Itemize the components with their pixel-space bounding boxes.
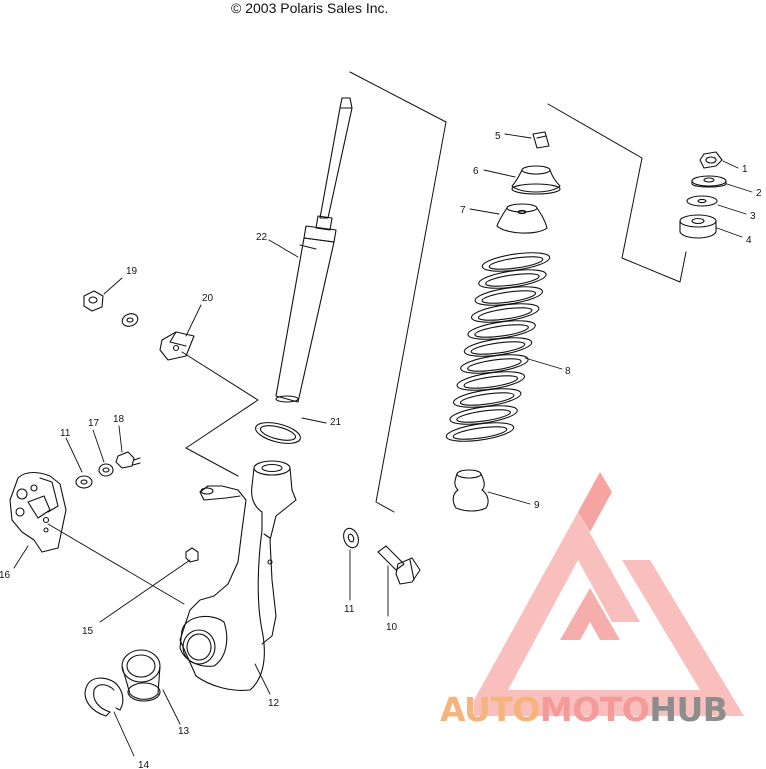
callout-7: 7 bbox=[460, 205, 466, 216]
bump-stop-part bbox=[452, 469, 489, 512]
nut-19-part bbox=[83, 290, 104, 312]
spring-coil-inner bbox=[481, 290, 537, 304]
spring-coil bbox=[445, 422, 515, 442]
washer-3-part bbox=[686, 195, 718, 207]
spring-coil-inner bbox=[488, 256, 544, 270]
assembly-bracket-lines bbox=[181, 71, 687, 513]
spring-coil-inner bbox=[477, 307, 533, 321]
spring-coil-inner bbox=[452, 426, 508, 440]
callout-21: 21 bbox=[330, 417, 342, 428]
spring-coil-inner bbox=[456, 409, 511, 423]
washer-2-part bbox=[691, 175, 727, 188]
coil-spring-part bbox=[445, 252, 551, 442]
washer-11-part bbox=[75, 475, 93, 489]
fitting-15-part bbox=[185, 547, 199, 563]
callout-9: 9 bbox=[534, 500, 540, 511]
callout-4: 4 bbox=[746, 235, 752, 246]
bearing-13-part bbox=[121, 649, 161, 702]
snap-ring-14-part bbox=[84, 677, 124, 717]
callout-3: 3 bbox=[750, 211, 756, 222]
spring-coil-inner bbox=[463, 375, 519, 389]
top-nut-1-part bbox=[699, 151, 723, 169]
callout-16: 16 bbox=[0, 570, 11, 581]
copyright-text: © 2003 Polaris Sales Inc. bbox=[231, 0, 389, 16]
nut-5-part bbox=[532, 131, 550, 149]
bolt-10-part bbox=[377, 545, 421, 585]
spring-coil-inner bbox=[459, 392, 515, 406]
leader-lines bbox=[13, 133, 753, 757]
callout-19: 19 bbox=[126, 266, 138, 277]
callout-15: 15 bbox=[82, 626, 94, 637]
callout-6: 6 bbox=[473, 166, 479, 177]
callout-11-upper: 11 bbox=[60, 428, 71, 439]
watermark-brand-text: AUTOMOTOHUB bbox=[440, 690, 728, 729]
washer-11-lower-part bbox=[343, 527, 359, 549]
spring-retainer-bottom-part bbox=[496, 203, 548, 234]
callout-18: 18 bbox=[113, 414, 125, 425]
callout-17: 17 bbox=[88, 418, 100, 429]
callout-2: 2 bbox=[756, 188, 762, 199]
spring-coil-inner bbox=[474, 324, 529, 338]
callout-14: 14 bbox=[138, 760, 150, 769]
watermark-auto-text: AUTO bbox=[440, 690, 540, 729]
washer-19-part bbox=[121, 313, 139, 327]
shock-absorber-part bbox=[275, 97, 353, 403]
callout-20: 20 bbox=[202, 293, 214, 304]
callout-1: 1 bbox=[742, 164, 748, 175]
o-ring-part bbox=[255, 422, 301, 444]
callout-labels: 1 2 3 4 5 6 7 8 9 10 11 11 12 13 14 15 1… bbox=[0, 131, 762, 769]
callout-13: 13 bbox=[178, 726, 190, 737]
brake-caliper-part bbox=[9, 471, 67, 553]
spring-retainer-top-part bbox=[511, 165, 561, 195]
watermark-hub-text: HUB bbox=[649, 690, 728, 729]
callout-10: 10 bbox=[386, 622, 398, 633]
washer-17-part bbox=[98, 463, 114, 477]
callout-12: 12 bbox=[268, 698, 280, 709]
spring-coil-inner bbox=[485, 273, 540, 287]
spring-coil-inner bbox=[467, 358, 522, 372]
steering-knuckle-part bbox=[179, 460, 297, 691]
watermark-moto-text: MOTO bbox=[539, 690, 650, 729]
clip-20-part bbox=[159, 331, 195, 361]
spring-coil-inner bbox=[470, 341, 526, 355]
watermark-logo-icon bbox=[474, 472, 744, 716]
callout-5: 5 bbox=[495, 131, 501, 142]
bushing-4-part bbox=[679, 214, 717, 239]
bolt-18-part bbox=[115, 451, 141, 469]
callout-22: 22 bbox=[256, 232, 268, 243]
callout-8: 8 bbox=[565, 366, 571, 377]
callout-11-lower: 11 bbox=[344, 604, 355, 615]
